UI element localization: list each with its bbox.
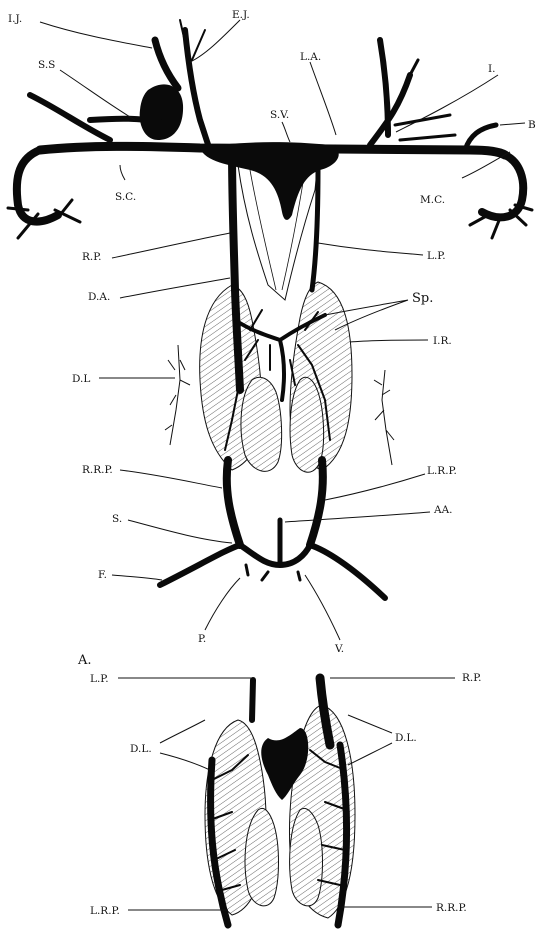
label-sv: S.V. bbox=[270, 109, 289, 121]
label-a-dl-right: D.L. bbox=[395, 732, 417, 744]
label-sc: S.C. bbox=[115, 191, 136, 203]
label-la: L.A. bbox=[300, 51, 321, 63]
label-a-lrp: L.R.P. bbox=[90, 905, 120, 917]
label-lp: L.P. bbox=[427, 250, 446, 262]
label-rrp: R.R.P. bbox=[82, 464, 113, 476]
label-f: F. bbox=[98, 569, 107, 581]
femoral-vein bbox=[160, 545, 385, 598]
label-ij: I.J. bbox=[8, 13, 22, 25]
label-rp: R.P. bbox=[82, 251, 102, 263]
label-ss: S.S bbox=[38, 59, 55, 71]
label-s: S. bbox=[112, 513, 122, 525]
right-shoulder-vein bbox=[30, 95, 160, 140]
label-a-lp: L.P. bbox=[90, 673, 109, 685]
internal-jugular bbox=[155, 40, 178, 88]
left-renal-portal bbox=[310, 460, 323, 545]
label-sp: Sp. bbox=[412, 291, 433, 306]
label-p: P. bbox=[198, 633, 206, 645]
dorso-lumbar-left bbox=[374, 370, 394, 465]
label-figure-a: A. bbox=[77, 653, 92, 668]
label-mc: M.C. bbox=[420, 194, 445, 206]
subscapular-sinus bbox=[140, 84, 183, 140]
a-left-lobe-lower bbox=[290, 808, 323, 905]
label-dl: D.L bbox=[72, 373, 90, 385]
innominate-left bbox=[370, 40, 410, 145]
figure-a bbox=[118, 678, 455, 925]
label-da: D.A. bbox=[88, 291, 110, 303]
label-lrp: L.R.P. bbox=[427, 465, 457, 477]
label-a-dl-left: D.L. bbox=[130, 743, 152, 755]
a-pulmonary-left bbox=[252, 680, 253, 720]
external-jugular-branch bbox=[180, 20, 205, 60]
label-a-rp: R.P. bbox=[462, 672, 482, 684]
label-v: V. bbox=[334, 643, 344, 655]
label-a-rrp: R.R.P. bbox=[436, 902, 467, 914]
label-i: I. bbox=[488, 63, 496, 75]
label-aa: AA. bbox=[433, 504, 453, 516]
right-renal-portal bbox=[227, 460, 240, 545]
right-lung-lobe-lower bbox=[241, 377, 282, 471]
label-ir: I.R. bbox=[433, 335, 452, 347]
label-ej: E.J. bbox=[232, 9, 250, 21]
dorso-lumbar-right bbox=[165, 345, 190, 445]
label-b: B bbox=[528, 119, 536, 131]
